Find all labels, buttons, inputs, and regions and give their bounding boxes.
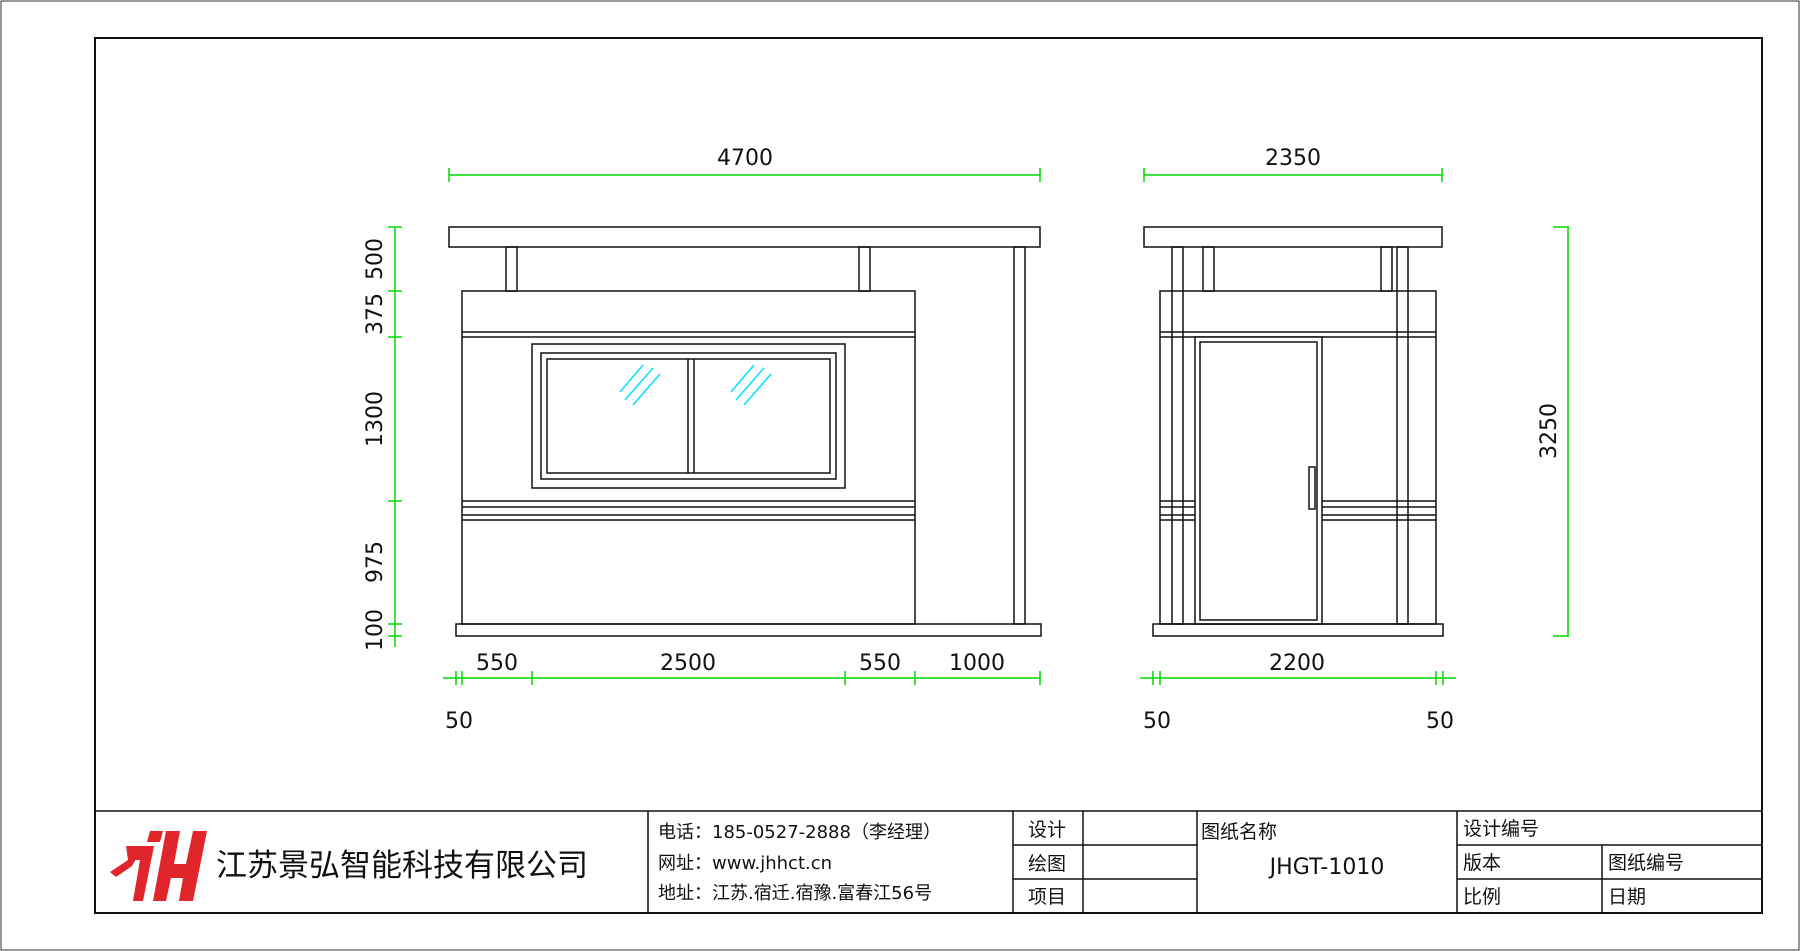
front-roof-post-mid [858,246,871,292]
dim-front-top-total: 4700 [717,146,773,171]
front-view [448,226,1042,637]
side-column-right [1396,246,1409,625]
label-project: 项目 [1028,886,1066,908]
contact-address: 地址：江苏.宿迁.宿豫.富春江56号 [658,883,932,904]
contact-website: 网址：www.jhhct.cn [658,853,832,874]
label-scale: 比例 [1463,886,1501,908]
dim-front-left-2: 375 [363,293,388,335]
label-drawing-name: 图纸名称 [1201,821,1277,843]
door-frame [1194,336,1323,625]
title-block [95,810,1762,913]
dim-side-bottom-right-end: 50 [1426,709,1454,734]
label-design: 设计 [1028,819,1066,841]
window-frame-inner [540,352,837,480]
side-roof-post [1380,246,1393,292]
label-drawing-no: 图纸编号 [1608,852,1684,874]
drawing-name-value: JHGT-1010 [1268,855,1385,880]
dim-front-bottom-1: 550 [476,651,518,676]
front-corner-column [1013,246,1026,625]
window-glass-reflection [619,364,772,406]
door-handle [1308,466,1316,510]
front-roof-post-left [505,246,518,292]
front-roof-slab [448,226,1041,248]
side-view [1143,226,1444,637]
drawing-border [94,37,1763,914]
company-logo [110,831,207,901]
front-base-plinth [455,623,1042,637]
dim-front-bottom-3: 550 [859,651,901,676]
dim-side-bottom-left-end: 50 [1143,709,1171,734]
dim-front-left-5: 100 [363,609,388,651]
side-column-left [1171,246,1184,625]
dim-front-bottom-2: 2500 [660,651,716,676]
label-date: 日期 [1608,886,1646,908]
dim-front-left-1: 500 [363,238,388,280]
side-roof-slab [1143,226,1443,248]
dim-front-left-4: 975 [363,541,388,583]
dim-front-left-3: 1300 [363,391,388,447]
dim-side-height: 3250 [1537,403,1562,459]
dim-side-top-total: 2350 [1265,146,1321,171]
door-leaf [1199,341,1318,621]
side-base-plinth [1152,623,1444,637]
company-name: 江苏景弘智能科技有限公司 [216,848,588,884]
label-version: 版本 [1463,852,1501,874]
window-frame-outer [531,343,846,489]
dimension-lines [388,168,1569,685]
label-design-no: 设计编号 [1463,818,1539,840]
label-drawing: 绘图 [1028,853,1066,875]
dim-side-bottom: 2200 [1269,651,1325,676]
dim-front-bottom-4: 1000 [949,651,1005,676]
dim-front-bottom-end: 50 [445,709,473,734]
contact-phone: 电话：185-0527-2888（李经理） [658,822,941,843]
side-roof-post [1202,246,1215,292]
